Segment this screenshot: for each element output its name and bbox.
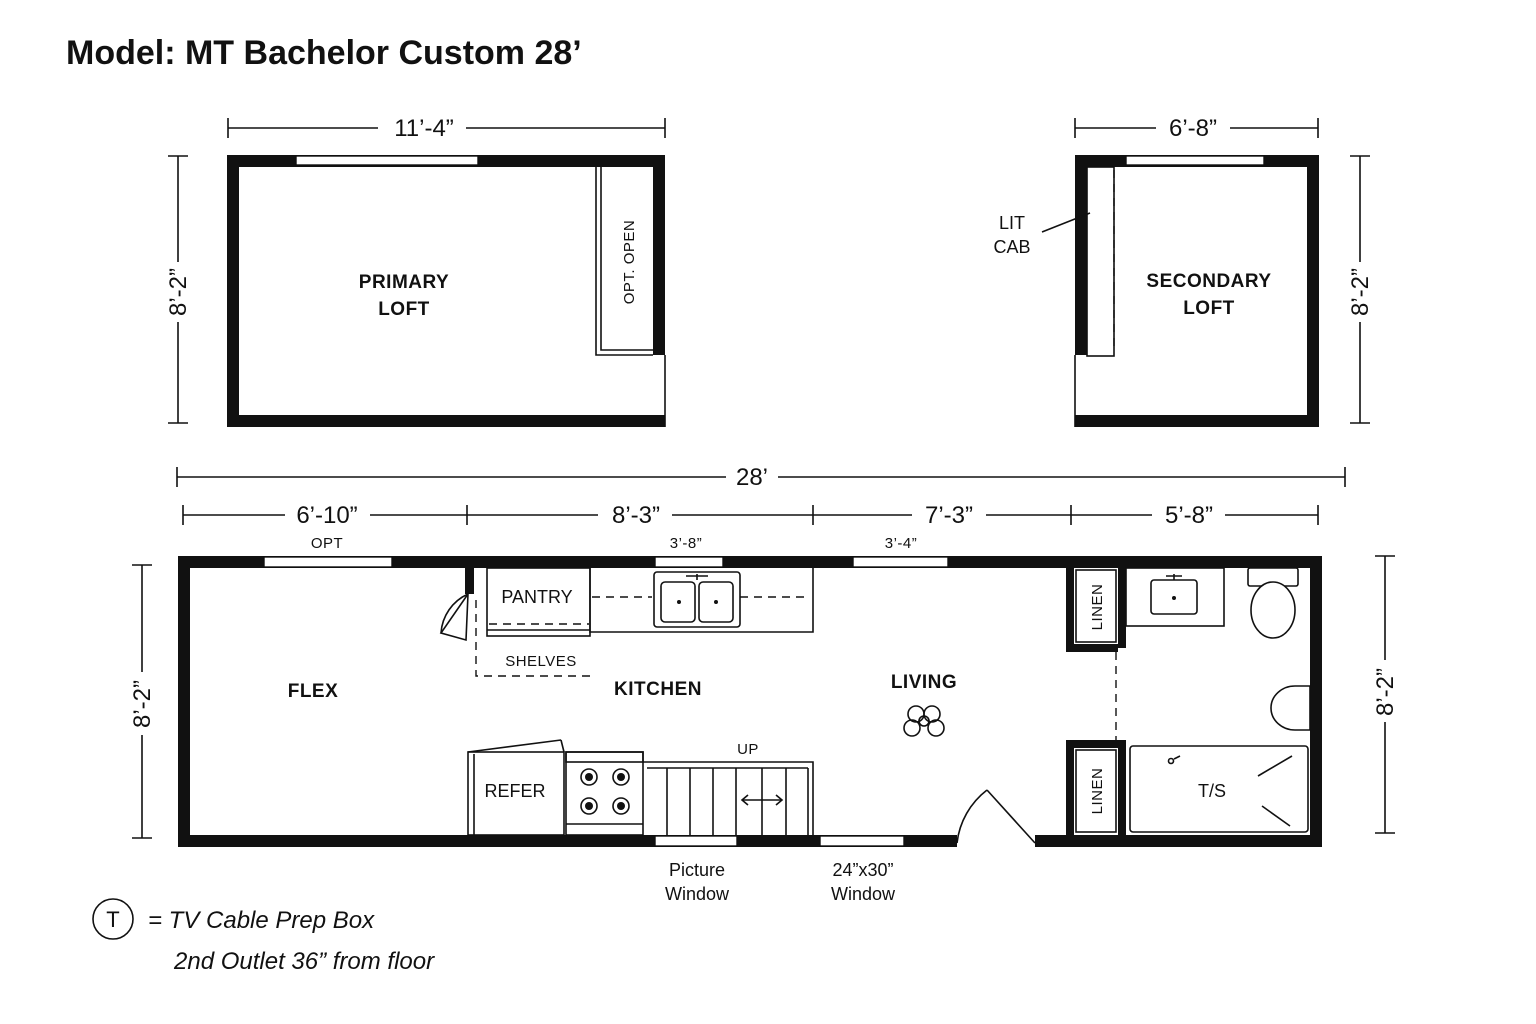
tub-shower-icon xyxy=(1129,745,1309,833)
flex-label: FLEX xyxy=(288,681,339,702)
light-fixture-icon xyxy=(903,705,945,737)
legend: T = TV Cable Prep Box 2nd Outlet 36” fro… xyxy=(92,898,435,975)
picture-window-label-2: Window xyxy=(665,884,730,904)
window-size-label: 24”x30” xyxy=(832,860,893,880)
window-size-label-2: Window xyxy=(831,884,896,904)
page-title: Model: MT Bachelor Custom 28’ xyxy=(66,34,582,72)
lit-cab-label: LIT xyxy=(999,213,1025,233)
main-floor-dimensions: 28’ 6’-10” 8’-3” 7’-3” 5’-8” 8’-2” 8’-2” xyxy=(129,464,1399,839)
tub-shower-label: T/S xyxy=(1198,781,1226,801)
flex-width-dim: 6’-10” xyxy=(296,502,357,529)
primary-loft-height-dim: 8’-2” xyxy=(165,268,192,316)
opt-window-label: OPT xyxy=(311,535,343,552)
stairs-icon xyxy=(643,761,814,835)
stove-icon xyxy=(565,751,644,836)
toilet-icon xyxy=(1247,567,1299,639)
secondary-loft-label: SECONDARY xyxy=(1146,271,1271,292)
tv-cable-symbol-icon xyxy=(92,898,134,940)
living-window-label: 3’-4” xyxy=(885,535,918,552)
shelves-label: SHELVES xyxy=(505,653,577,670)
overall-length-dim: 28’ xyxy=(736,464,768,491)
refer-label: REFER xyxy=(484,781,545,801)
legend-line-1: = TV Cable Prep Box xyxy=(148,907,375,934)
living-label: LIVING xyxy=(891,672,957,693)
primary-loft-width-dim: 11’-4” xyxy=(394,115,454,142)
kitchen-sink-icon xyxy=(653,571,741,628)
living-width-dim: 7’-3” xyxy=(925,502,973,529)
linen-bottom-label: LINEN xyxy=(1089,768,1106,815)
primary-loft-label: PRIMARY xyxy=(359,272,449,293)
stairs-up-label: UP xyxy=(737,741,759,758)
pantry-label: PANTRY xyxy=(501,587,572,607)
main-left-height-dim: 8’-2” xyxy=(129,680,156,728)
opt-open-label: OPT. OPEN xyxy=(621,220,638,305)
kitchen-width-dim: 8’-3” xyxy=(612,502,660,529)
main-right-height-dim: 8’-2” xyxy=(1372,668,1399,716)
kitchen-label: KITCHEN xyxy=(614,679,702,700)
main-floor: OPT 3’-8” 3’-4” PANTRY SHELVES KITCHEN xyxy=(178,535,1322,904)
picture-window-label: Picture xyxy=(669,860,725,880)
secondary-loft-height-dim: 8’-2” xyxy=(1347,268,1374,316)
bathroom-sink-icon xyxy=(1125,567,1225,627)
legend-line-2: 2nd Outlet 36” from floor xyxy=(173,948,435,975)
refrigerator-icon xyxy=(467,739,565,836)
linen-top-label: LINEN xyxy=(1089,584,1106,631)
bath-width-dim: 5’-8” xyxy=(1165,502,1213,529)
secondary-loft: 6’-8” 8’-2” LIT CAB SECONDARY LOFT xyxy=(993,115,1374,427)
lit-cab-label-2: CAB xyxy=(993,237,1030,257)
round-fixture-icon xyxy=(1270,685,1311,731)
primary-loft: 11’-4” 8’-2” OPT. OPEN PRIMARY LOFT xyxy=(165,115,666,427)
kitchen-window-label: 3’-8” xyxy=(670,535,703,552)
secondary-loft-label-2: LOFT xyxy=(1183,298,1235,319)
primary-loft-label-2: LOFT xyxy=(378,299,430,320)
secondary-loft-width-dim: 6’-8” xyxy=(1169,115,1217,142)
legend-symbol: T xyxy=(106,907,119,932)
